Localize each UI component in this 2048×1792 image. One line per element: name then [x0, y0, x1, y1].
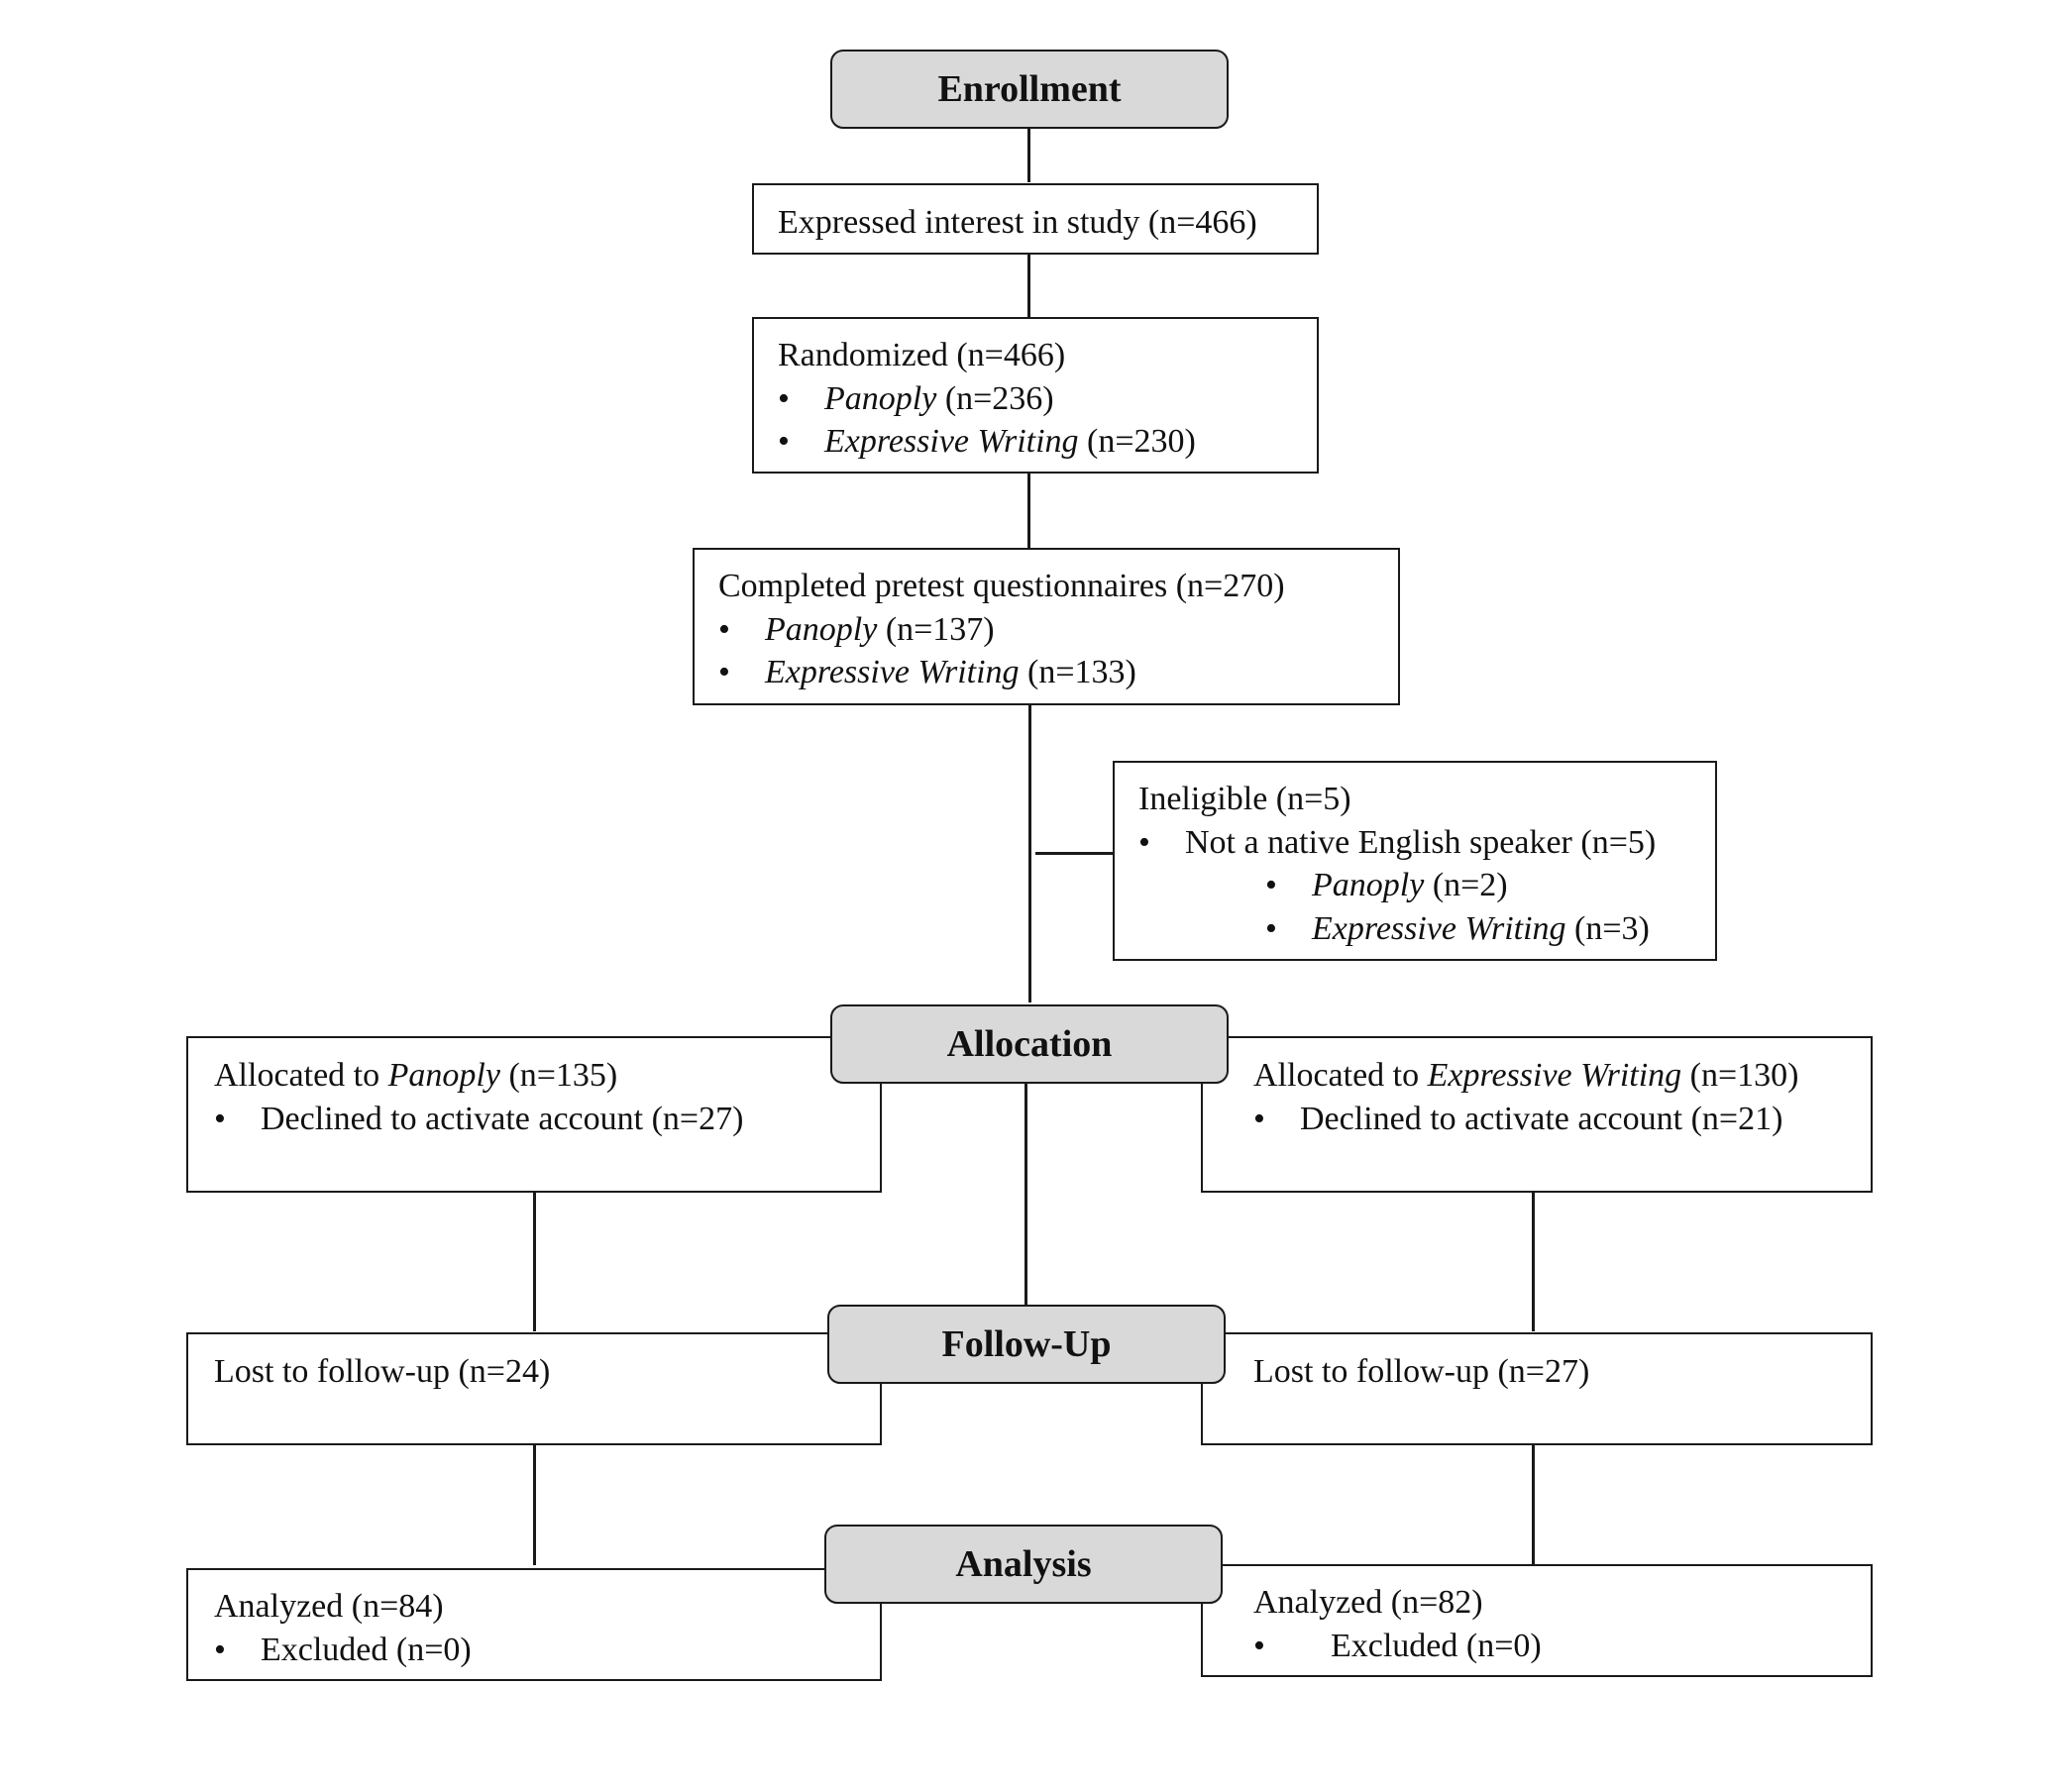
group-name-panoply: Panoply [824, 379, 937, 417]
group-name-panoply: Panoply [387, 1057, 500, 1094]
connector-allocation-followup [1024, 1084, 1027, 1306]
ineligible-reason: •Not a native English speaker (n=5) [1138, 823, 1657, 861]
expressed-interest-box: Expressed interest in study (n=466) [752, 183, 1319, 255]
analysis-ew-excluded: •Excluded (n=0) [1253, 1627, 1542, 1664]
group-name-expressive-writing: Expressive Writing [824, 423, 1079, 460]
randomized-ew-item: •Expressive Writing (n=230) [778, 423, 1196, 460]
pretest-box: Completed pretest questionnaires (n=270)… [693, 548, 1400, 705]
pretest-panoply-item: •Panoply (n=137) [718, 610, 995, 648]
analysis-panoply-excluded: •Excluded (n=0) [214, 1631, 472, 1668]
stage-enrollment-label: Enrollment [937, 68, 1122, 110]
analysis-panoply-box: Analyzed (n=84) •Excluded (n=0) [186, 1568, 882, 1681]
allocation-panoply-title: Allocated to Panoply (n=135) [214, 1057, 618, 1094]
pretest-ew-item: •Expressive Writing (n=133) [718, 654, 1136, 690]
pretest-title: Completed pretest questionnaires (n=270) [718, 568, 1285, 604]
allocation-ew-box: Allocated to Expressive Writing (n=130) … [1201, 1036, 1873, 1193]
allocation-ew-title: Allocated to Expressive Writing (n=130) [1253, 1057, 1799, 1094]
followup-panoply-box: Lost to follow-up (n=24) [186, 1332, 882, 1445]
analysis-panoply-analyzed: Analyzed (n=84) [214, 1588, 444, 1625]
stage-follow-up-label: Follow-Up [941, 1323, 1112, 1365]
stage-allocation-label: Allocation [946, 1023, 1113, 1065]
analysis-ew-analyzed: Analyzed (n=82) [1253, 1584, 1483, 1621]
randomized-title: Randomized (n=466) [778, 337, 1066, 373]
stage-analysis-label: Analysis [955, 1543, 1092, 1585]
stage-enrollment: Enrollment [830, 50, 1229, 129]
ineligible-ew-item: •Expressive Writing (n=3) [1265, 909, 1650, 947]
allocation-panoply-declined: •Declined to activate account (n=27) [214, 1100, 744, 1137]
group-name-expressive-writing: Expressive Writing [765, 654, 1020, 690]
followup-panoply-text: Lost to follow-up (n=24) [214, 1353, 551, 1390]
group-name-panoply: Panoply [765, 610, 878, 648]
connector-randomized-pretest [1027, 474, 1030, 549]
randomized-box: Randomized (n=466) •Panoply (n=236) •Exp… [752, 317, 1319, 474]
connector-pretest-allocation [1028, 703, 1031, 1002]
expressed-interest-text: Expressed interest in study (n=466) [778, 204, 1257, 241]
allocation-ew-declined: •Declined to activate account (n=21) [1253, 1100, 1783, 1137]
allocation-panoply-box: Allocated to Panoply (n=135) •Declined t… [186, 1036, 882, 1193]
group-name-expressive-writing: Expressive Writing [1427, 1057, 1682, 1094]
ineligible-title: Ineligible (n=5) [1138, 781, 1351, 817]
connector-left-followup-analysis [533, 1444, 536, 1565]
stage-analysis: Analysis [824, 1525, 1223, 1604]
connector-enrollment-interest [1027, 127, 1030, 182]
ineligible-panoply-item: •Panoply (n=2) [1265, 867, 1508, 903]
ineligible-box: Ineligible (n=5) •Not a native English s… [1113, 761, 1717, 961]
analysis-ew-box: Analyzed (n=82) •Excluded (n=0) [1201, 1564, 1873, 1677]
followup-ew-text: Lost to follow-up (n=27) [1253, 1353, 1590, 1390]
group-name-panoply: Panoply [1312, 867, 1425, 903]
connector-interest-randomized [1027, 254, 1030, 317]
stage-follow-up: Follow-Up [827, 1305, 1226, 1384]
connector-ineligible [1035, 852, 1114, 855]
randomized-panoply-item: •Panoply (n=236) [778, 379, 1054, 417]
followup-ew-box: Lost to follow-up (n=27) [1201, 1332, 1873, 1445]
connector-left-allocation-followup [533, 1191, 536, 1331]
stage-allocation: Allocation [830, 1004, 1229, 1084]
connector-right-followup-analysis [1532, 1444, 1535, 1565]
group-name-expressive-writing: Expressive Writing [1312, 909, 1566, 947]
connector-right-allocation-followup [1532, 1191, 1535, 1331]
